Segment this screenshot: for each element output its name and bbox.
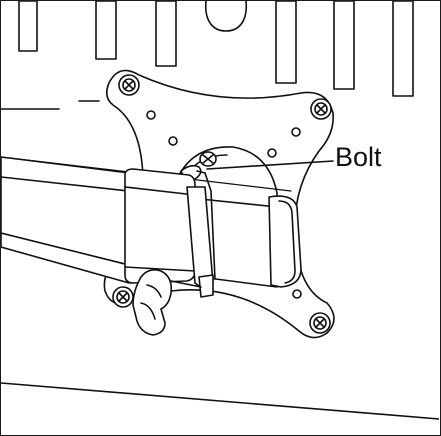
- plate-hole: [292, 289, 302, 299]
- clamp-body: [124, 168, 216, 290]
- mounting-hole-arc: [204, 1, 248, 32]
- plate-hole: [291, 127, 301, 137]
- plate-hole: [146, 110, 156, 120]
- panel-bottom-edge: [1, 382, 439, 420]
- bolt-callout-label: Bolt: [335, 142, 382, 172]
- plate-hole: [168, 136, 178, 146]
- tube-end-cap: [268, 195, 302, 288]
- corner-screw: [118, 74, 140, 96]
- corner-screw: [309, 312, 331, 334]
- vent-slots: [18, 1, 414, 97]
- corner-screw: [310, 98, 332, 120]
- plate-hole: [267, 148, 277, 158]
- corner-screw: [112, 286, 134, 308]
- bolt-leader-line: [206, 160, 334, 170]
- wing-knob: [132, 269, 173, 336]
- monitor-back-panel: [1, 1, 414, 110]
